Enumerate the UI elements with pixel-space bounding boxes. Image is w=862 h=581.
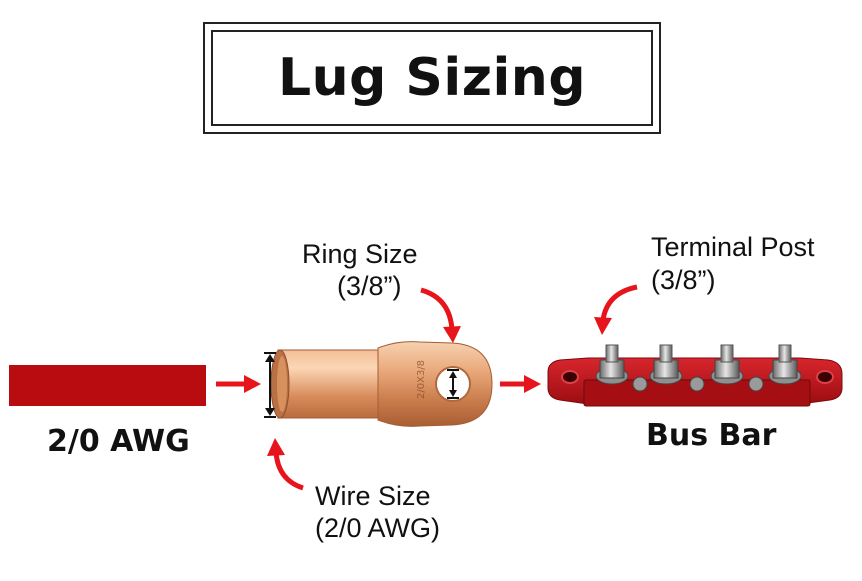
ring-size-dimension [447,369,459,399]
ring-size-value: (3/8”) [337,271,402,301]
ring-lug: 2/0X3/8 [270,341,493,427]
wire-segment [9,365,206,406]
bus-bar-label: Bus Bar [646,418,777,453]
bus-bar [547,344,843,407]
terminal-stud-3 [710,344,744,385]
terminal-post-value: (3/8”) [651,265,716,295]
wire-size-value: (2/0 AWG) [315,513,441,543]
terminal-post-label: Terminal Post [651,232,815,262]
wire-size-label: Wire Size [315,481,431,511]
title-frame-inner: Lug Sizing [211,30,653,126]
ring-size-label: Ring Size [302,239,418,269]
page-title: Lug Sizing [277,48,587,108]
terminal-stud-2 [649,344,683,385]
arrow-wire-to-lug [216,375,261,393]
terminal-stud-4 [768,344,802,385]
terminal-stud-1 [595,344,629,385]
lug-stamp: 2/0X3/8 [416,360,427,399]
arrow-ring-size [420,287,461,343]
arrow-terminal-post [594,284,638,335]
title-frame: Lug Sizing [203,22,661,134]
arrow-wire-size [267,438,304,491]
wire-size-dimension [264,352,276,418]
arrow-lug-to-busbar [500,375,541,393]
wire-gauge-label: 2/0 AWG [47,424,190,459]
